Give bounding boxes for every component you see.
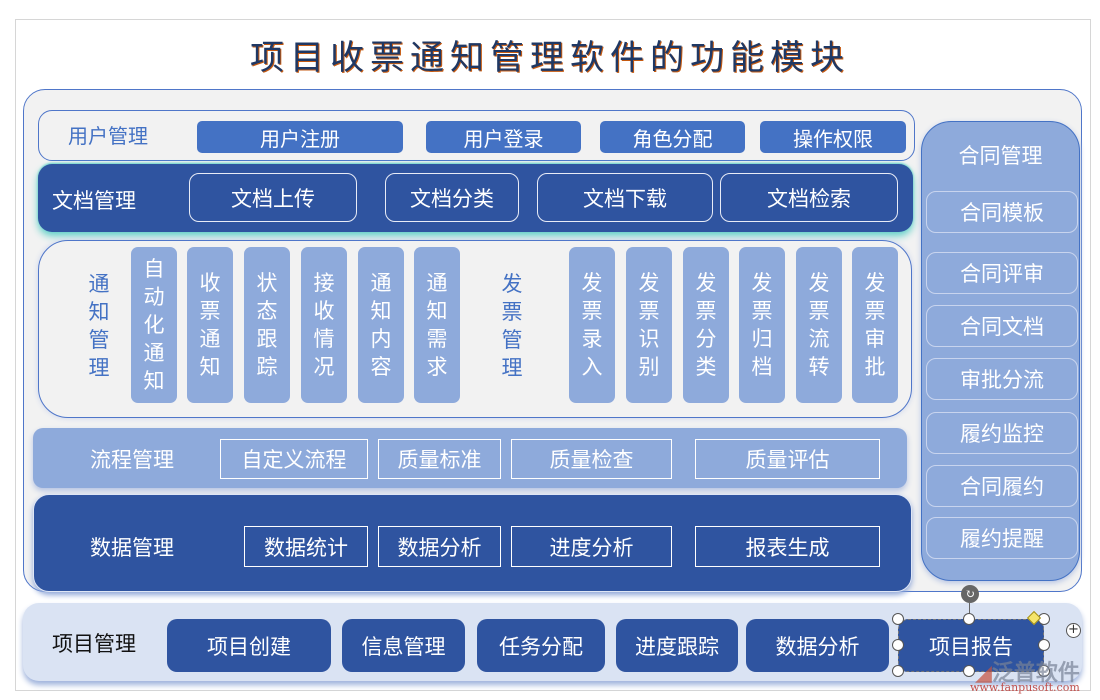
role-assign-button[interactable]: 角色分配	[600, 121, 745, 153]
resize-handle-w[interactable]	[892, 639, 904, 651]
project-data-analysis-button[interactable]: 数据分析	[746, 619, 889, 672]
report-generate-button[interactable]: 报表生成	[695, 526, 880, 567]
data-management-row	[33, 494, 912, 592]
watermark-brand: 泛普软件	[991, 661, 1080, 686]
auto-notify-button[interactable]: 自动化通知	[131, 247, 177, 403]
invoice-classify-button[interactable]: 发票分类	[683, 247, 729, 403]
user-login-button[interactable]: 用户登录	[426, 121, 581, 153]
task-assign-button[interactable]: 任务分配	[477, 619, 605, 672]
invoice-archive-button[interactable]: 发票归档	[739, 247, 785, 403]
contract-management-panel	[921, 121, 1080, 581]
notify-demand-button[interactable]: 通知需求	[414, 247, 460, 403]
resize-handle-s[interactable]	[963, 665, 975, 677]
custom-process-button[interactable]: 自定义流程	[220, 439, 368, 479]
approval-routing-button[interactable]: 审批分流	[926, 358, 1078, 400]
rotate-handle-icon[interactable]: ↻	[961, 585, 979, 603]
contract-document-button[interactable]: 合同文档	[926, 305, 1078, 347]
contract-template-button[interactable]: 合同模板	[926, 191, 1078, 233]
quality-assess-button[interactable]: 质量评估	[695, 439, 880, 479]
contract-review-button[interactable]: 合同评审	[926, 252, 1078, 294]
document-management-label: 文档管理	[52, 189, 136, 213]
doc-upload-button[interactable]: 文档上传	[189, 173, 357, 222]
resize-handle-sw[interactable]	[892, 665, 904, 677]
info-management-button[interactable]: 信息管理	[342, 619, 465, 672]
diagram-title: 项目收票通知管理软件的功能模块	[250, 38, 850, 78]
progress-analysis-button[interactable]: 进度分析	[511, 526, 672, 567]
status-tracking-button[interactable]: 状态跟踪	[244, 247, 290, 403]
invoice-management-label: 发票管理	[501, 272, 523, 380]
contract-performance-button[interactable]: 合同履约	[926, 465, 1078, 507]
project-report-button[interactable]: 项目报告	[898, 619, 1044, 672]
project-create-button[interactable]: 项目创建	[167, 619, 331, 672]
watermark-url: www.fanpusoft.com	[970, 681, 1080, 694]
add-shape-plus-icon[interactable]: +	[1066, 623, 1081, 638]
invoice-entry-button[interactable]: 发票录入	[569, 247, 615, 403]
notify-content-button[interactable]: 通知内容	[358, 247, 404, 403]
performance-reminder-button[interactable]: 履约提醒	[926, 517, 1078, 559]
user-register-button[interactable]: 用户注册	[197, 121, 403, 153]
doc-search-button[interactable]: 文档检索	[720, 173, 898, 222]
receive-status-button[interactable]: 接收情况	[301, 247, 347, 403]
performance-monitor-button[interactable]: 履约监控	[926, 412, 1078, 454]
resize-handle-e[interactable]	[1038, 639, 1050, 651]
invoice-approve-button[interactable]: 发票审批	[852, 247, 898, 403]
doc-category-button[interactable]: 文档分类	[385, 173, 519, 222]
progress-tracking-button[interactable]: 进度跟踪	[616, 619, 738, 672]
project-management-label: 项目管理	[52, 633, 136, 656]
data-management-label: 数据管理	[90, 537, 174, 560]
resize-handle-n[interactable]	[963, 613, 975, 625]
document-management-row	[38, 164, 913, 232]
resize-handle-se[interactable]	[1038, 665, 1050, 677]
watermark-logo: ◢泛普软件	[975, 655, 1080, 687]
permission-button[interactable]: 操作权限	[760, 121, 906, 153]
process-management-label: 流程管理	[90, 449, 174, 472]
rotate-handle-line	[969, 603, 970, 615]
resize-handle-nw[interactable]	[892, 613, 904, 625]
data-analysis-button[interactable]: 数据分析	[378, 526, 501, 567]
notification-management-label: 通知管理	[88, 272, 110, 380]
invoice-flow-button[interactable]: 发票流转	[796, 247, 842, 403]
receipt-notify-button[interactable]: 收票通知	[187, 247, 233, 403]
logo-swirl-icon: ◢	[975, 661, 992, 686]
quality-standard-button[interactable]: 质量标准	[378, 439, 501, 479]
user-management-label: 用户管理	[68, 124, 148, 148]
doc-download-button[interactable]: 文档下载	[537, 173, 713, 222]
data-statistics-button[interactable]: 数据统计	[244, 526, 368, 567]
quality-check-button[interactable]: 质量检查	[511, 439, 672, 479]
invoice-recognize-button[interactable]: 发票识别	[626, 247, 672, 403]
contract-management-label: 合同管理	[958, 144, 1043, 168]
